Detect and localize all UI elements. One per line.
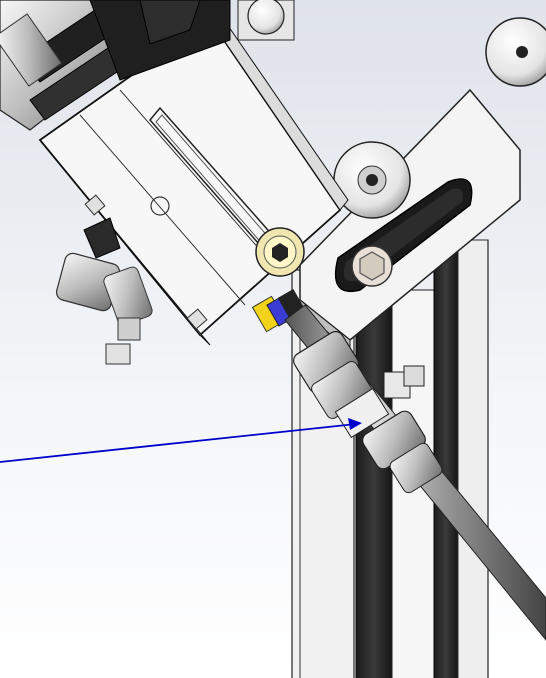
hex-socket-icon bbox=[255, 227, 305, 277]
push-fittings bbox=[293, 330, 443, 494]
elbow-fitting bbox=[55, 217, 153, 365]
arrow-pointer-icon bbox=[0, 418, 362, 463]
cylinder-stack bbox=[0, 0, 231, 131]
main-block bbox=[38, 13, 349, 346]
hex-nut-icon bbox=[351, 245, 393, 287]
roller-wheel-upper bbox=[485, 17, 546, 87]
roller-wheel-middle bbox=[333, 141, 411, 219]
slotted-bracket bbox=[299, 88, 521, 352]
roller-wheel-top bbox=[237, 0, 295, 41]
